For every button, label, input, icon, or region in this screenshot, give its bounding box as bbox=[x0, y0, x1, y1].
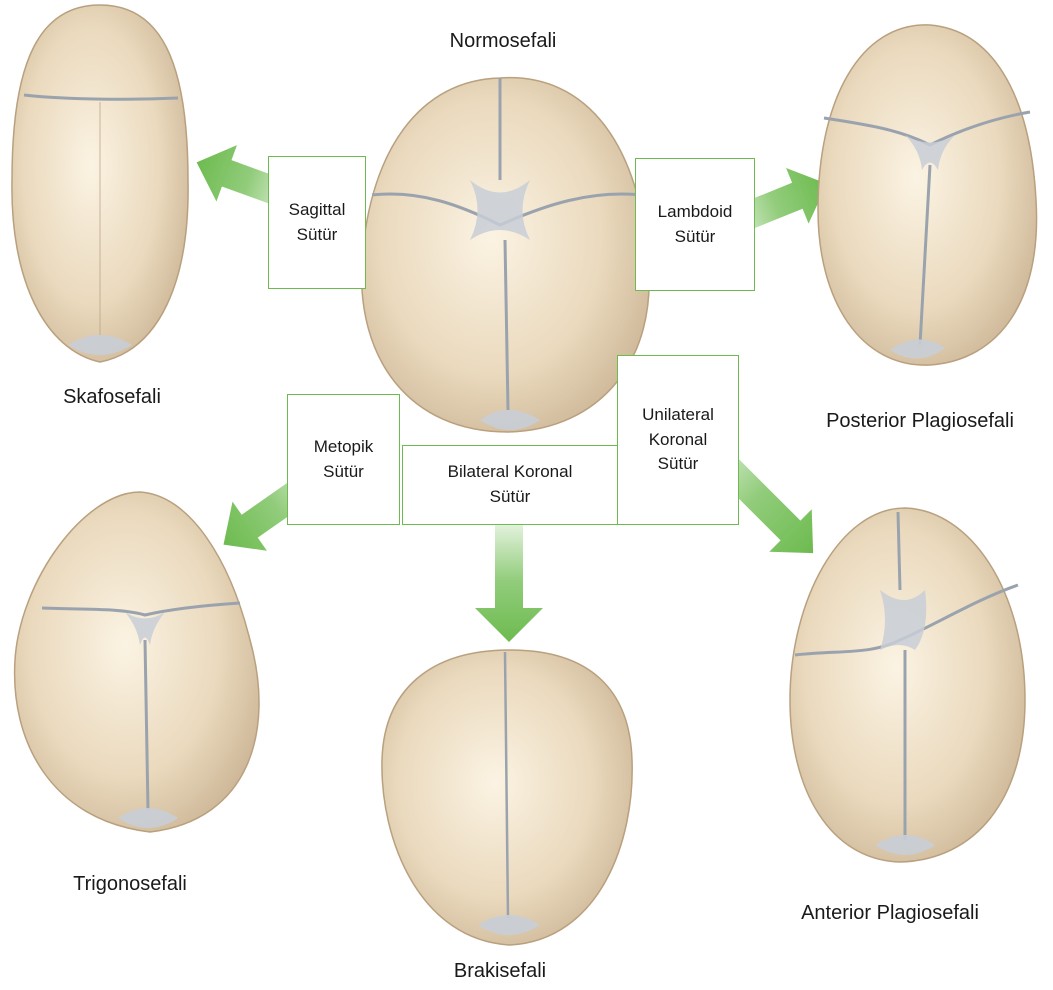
suture-box-lambdoid: Lambdoid Sütür bbox=[635, 158, 755, 291]
skull-anterior-plagiosefali bbox=[790, 508, 1025, 862]
suture-box-unilateral-koronal: Unilateral Koronal Sütür bbox=[617, 355, 739, 525]
skull-normosefali bbox=[362, 78, 650, 432]
suture-box-metopik: Metopik Sütür bbox=[287, 394, 400, 525]
label-brakisefali: Brakisefali bbox=[454, 960, 546, 983]
label-anterior-plagiosefali: Anterior Plagiosefali bbox=[801, 902, 979, 925]
arrow-to-brakisefali bbox=[475, 520, 543, 642]
label-normosefali: Normosefali bbox=[450, 30, 557, 53]
suture-label-metopik: Metopik Sütür bbox=[314, 435, 374, 484]
suture-label-unilateral-koronal: Unilateral Koronal Sütür bbox=[642, 403, 714, 477]
skull-brakisefali bbox=[382, 650, 632, 945]
suture-box-bilateral-koronal: Bilateral Koronal Sütür bbox=[402, 445, 618, 525]
suture-box-sagittal: Sagittal Sütür bbox=[268, 156, 366, 289]
label-trigonosefali: Trigonosefali bbox=[73, 873, 187, 896]
label-skafosefali: Skafosefali bbox=[63, 386, 161, 409]
suture-label-sagittal: Sagittal Sütür bbox=[289, 198, 346, 247]
suture-label-lambdoid: Lambdoid Sütür bbox=[658, 200, 733, 249]
suture-label-bilateral-koronal: Bilateral Koronal Sütür bbox=[448, 460, 573, 509]
skull-skafosefali bbox=[12, 5, 188, 362]
skull-trigonosefali bbox=[15, 492, 259, 832]
skull-posterior-plagiosefali bbox=[818, 25, 1037, 365]
label-posterior-plagiosefali: Posterior Plagiosefali bbox=[826, 410, 1014, 433]
